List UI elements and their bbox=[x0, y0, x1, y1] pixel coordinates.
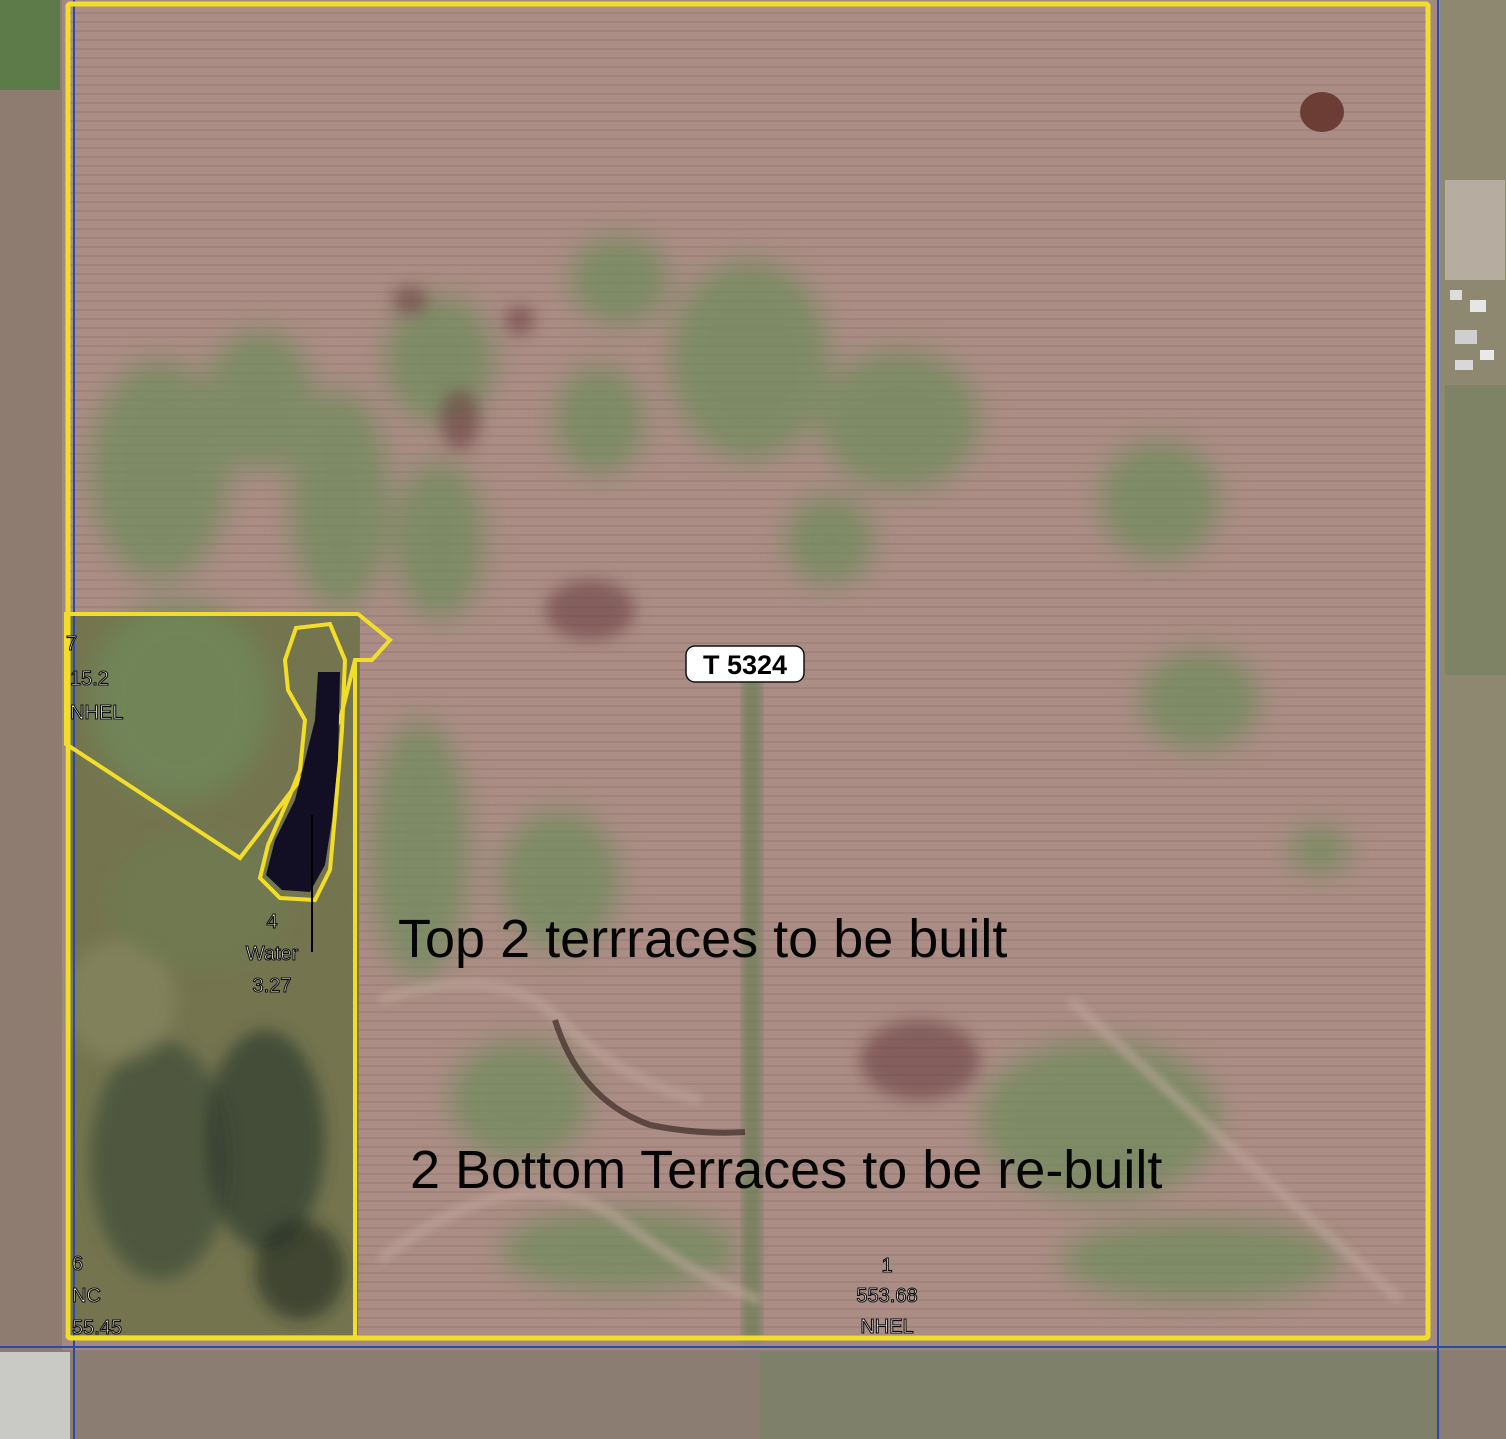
top-terraces-note: Top 2 terrraces to be built bbox=[398, 909, 1007, 969]
field-6-acres: 55.45 bbox=[72, 1317, 122, 1339]
field-7-number: 7 bbox=[66, 633, 77, 655]
field-7-label: 7 15.2 NHEL bbox=[65, 632, 123, 724]
field-4-number: 4 bbox=[266, 911, 277, 933]
field-1-label: 1 553.68 NHEL bbox=[856, 1254, 918, 1338]
bottom-terraces-note: 2 Bottom Terraces to be re-built bbox=[410, 1140, 1162, 1200]
field-4-type: Water bbox=[246, 943, 299, 965]
field-1-acres: 553.68 bbox=[856, 1285, 917, 1307]
field-6-class: NC bbox=[72, 1285, 101, 1307]
water-body bbox=[266, 672, 340, 892]
field-7-boundary[interactable] bbox=[64, 612, 393, 861]
field-6-number: 6 bbox=[72, 1253, 83, 1275]
farmstead bbox=[1450, 290, 1494, 370]
field-4-acres: 3.27 bbox=[253, 975, 292, 997]
field-4-boundary[interactable] bbox=[257, 621, 348, 903]
field-1-number: 1 bbox=[881, 1255, 892, 1277]
field-6-label: 6 NC 55.45 bbox=[71, 1252, 122, 1339]
tract-label: T 5324 bbox=[685, 645, 805, 683]
field-7-class: NHEL bbox=[70, 702, 123, 724]
ne-pond bbox=[1300, 92, 1344, 132]
tract-number: T 5324 bbox=[703, 650, 787, 680]
field-4-label: 4 Water 3.27 bbox=[245, 910, 299, 997]
field-7-acres: 15.2 bbox=[70, 668, 109, 690]
field-boundaries bbox=[64, 1, 1431, 1341]
field-1-class: NHEL bbox=[860, 1316, 913, 1338]
